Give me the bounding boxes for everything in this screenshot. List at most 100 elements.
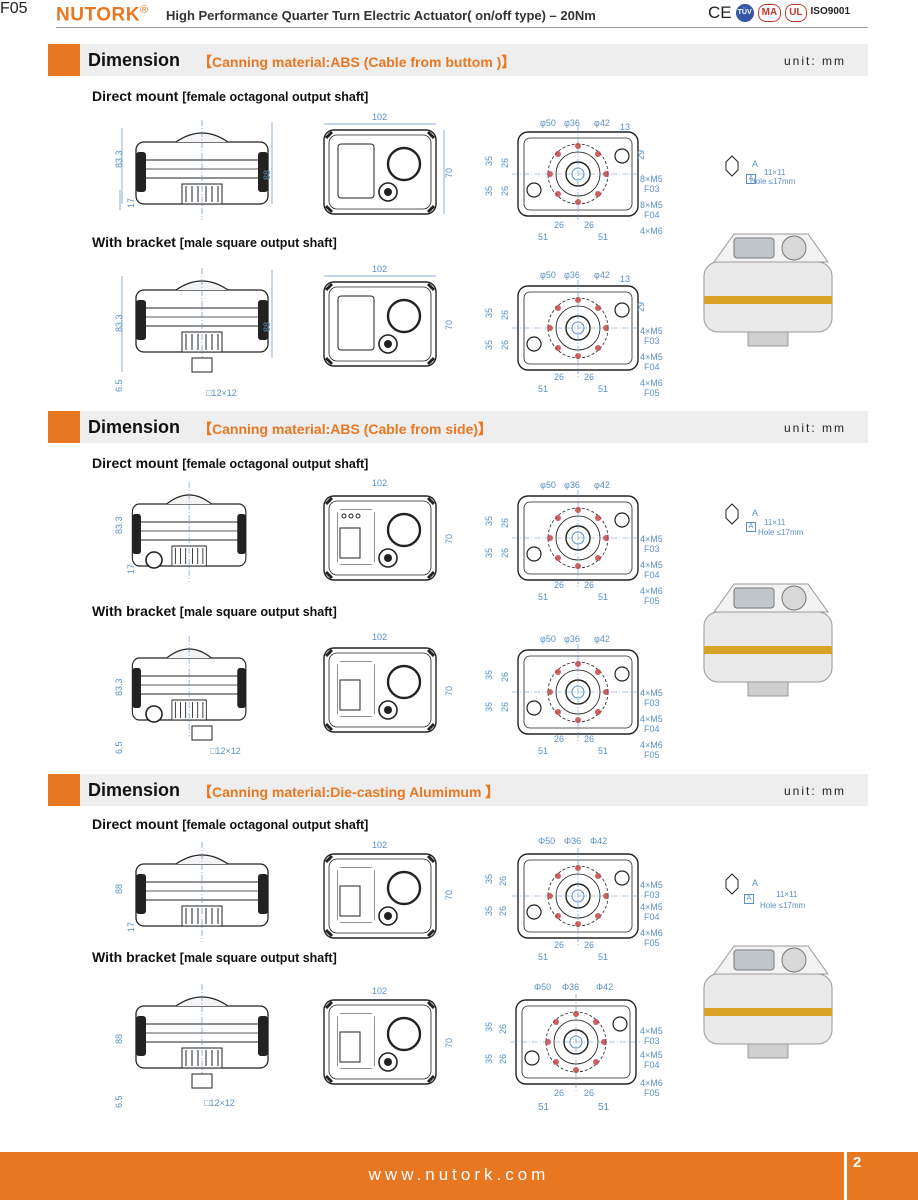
flange-4m5b: 4×M5 xyxy=(640,902,663,912)
brand-logo: NUTORK® xyxy=(56,4,149,26)
row-header-with-bracket: With bracket [male square output shaft] xyxy=(92,603,337,619)
row-header-direct-mount: Direct mount [female octagonal output sh… xyxy=(92,455,369,471)
dim-26d: 26 xyxy=(584,1088,594,1098)
dim-51a: 51 xyxy=(538,384,548,394)
dim-square: □12×12 xyxy=(204,1098,235,1108)
flange-f04: F04 xyxy=(644,724,660,734)
row-header-direct-mount: Direct mount [female octagonal output sh… xyxy=(92,816,369,832)
dim-Phi36: Φ36 xyxy=(564,836,581,846)
dim-102: 102 xyxy=(372,986,387,996)
dim-88: 88 xyxy=(262,322,272,332)
dim-13: 13 xyxy=(620,274,630,284)
flange-f03: F03 xyxy=(644,890,660,900)
dim-102: 102 xyxy=(372,840,387,850)
flange-f03: F03 xyxy=(644,184,660,194)
dim-51a: 51 xyxy=(538,952,548,962)
product-photo-abs-bottom xyxy=(703,233,833,347)
dim-35a: 35 xyxy=(484,874,494,884)
flange-f03: F03 xyxy=(644,544,660,554)
dim-51a: 51 xyxy=(538,746,548,756)
dim-51a: 51 xyxy=(538,1102,550,1113)
dim-26a: 26 xyxy=(500,310,510,320)
dim-phi36: φ36 xyxy=(564,634,580,644)
dim-26d: 26 xyxy=(584,220,594,230)
unit-label: unit: mm xyxy=(783,784,846,798)
dim-phi42: φ42 xyxy=(594,118,610,128)
page-number-box: 2 xyxy=(844,1152,918,1200)
dim-70: 70 xyxy=(444,890,454,900)
section-subtitle: 【Canning material:ABS (Cable from buttom… xyxy=(198,54,516,70)
flange-4m5b: 4×M5 xyxy=(640,714,663,724)
dim-35b: 35 xyxy=(484,906,494,916)
flange-f04: F04 xyxy=(644,1060,660,1070)
dim-70: 70 xyxy=(444,686,454,696)
dim-51a: 51 xyxy=(538,592,548,602)
dim-26b: 26 xyxy=(500,702,510,712)
dim-26d: 26 xyxy=(584,580,594,590)
section-marker xyxy=(48,774,80,806)
flange-f05: F05 xyxy=(644,750,660,760)
dim-102: 102 xyxy=(372,632,387,642)
unit-label: unit: mm xyxy=(783,421,846,435)
dimension-drawing-abs-side-bracket: 83.3 6.5 □12×12 102 70 φ50 φ36 φ42 35 26… xyxy=(114,632,663,760)
dim-26c: 26 xyxy=(554,940,564,950)
flange-4m5: 4×M5 xyxy=(640,534,663,544)
flange-f05: F05 xyxy=(644,938,660,948)
document-title: High Performance Quarter Turn Electric A… xyxy=(166,8,596,23)
flange-4m6: 4×M6 xyxy=(640,740,663,750)
dim-88: 88 xyxy=(114,884,124,894)
dim-51b: 51 xyxy=(598,384,608,394)
product-photo-aluminum xyxy=(703,945,833,1059)
dim-51b: 51 xyxy=(598,592,608,602)
dim-phi36: φ36 xyxy=(564,270,580,280)
section-title: Dimension xyxy=(88,780,181,800)
dim-51b: 51 xyxy=(598,952,608,962)
dim-83-3: 83.3 xyxy=(114,314,124,332)
dim-35b: 35 xyxy=(484,702,494,712)
dim-51b: 51 xyxy=(598,1102,610,1113)
flange-4m5b: 4×M5 xyxy=(640,560,663,570)
flange-f05: F05 xyxy=(644,1088,660,1098)
section-header-abs-bottom: Dimension 【Canning material:ABS (Cable f… xyxy=(48,44,868,76)
dim-17: 17 xyxy=(126,564,136,574)
section-marker xyxy=(48,44,80,76)
dim-26b: 26 xyxy=(500,340,510,350)
dim-6-5: 6.5 xyxy=(114,1095,124,1108)
flange-4m6: 4×M6 xyxy=(640,378,663,388)
shaft-a: A xyxy=(752,878,758,888)
shaft-spec-note: 11×11 Hole ≤17mm A xyxy=(708,150,818,190)
dim-26a: 26 xyxy=(500,672,510,682)
row-header-direct-mount: Direct mount [female octagonal output sh… xyxy=(92,88,369,104)
dim-26a: 26 xyxy=(498,1024,508,1034)
dim-17: 17 xyxy=(126,922,136,932)
dim-26a: 26 xyxy=(500,158,510,168)
page-footer: www.nutork.com 2 xyxy=(0,1152,918,1200)
product-photo-abs-side xyxy=(703,583,833,697)
dim-26c: 26 xyxy=(554,580,564,590)
dim-square: □12×12 xyxy=(206,388,237,398)
footer-url[interactable]: www.nutork.com xyxy=(368,1165,550,1184)
iso-mark-icon: ISO9001 xyxy=(810,6,851,17)
dim-35b: 35 xyxy=(484,548,494,558)
page-number: 2 xyxy=(853,1154,862,1171)
flange-4m5: 4×M5 xyxy=(640,326,663,336)
dim-83-3: 83.3 xyxy=(114,150,124,168)
dim-29: 29 xyxy=(636,302,646,312)
shaft-a: A xyxy=(752,159,758,169)
dimension-drawing-aluminum-bracket: 88 6.5 □12×12 102 70 Φ50 Φ36 Φ42 35 26 3… xyxy=(114,982,663,1113)
flange-4m6: 4×M6 xyxy=(640,226,663,236)
dim-26d: 26 xyxy=(584,372,594,382)
dim-Phi42: Φ42 xyxy=(590,836,607,846)
cma-mark-icon: MA xyxy=(757,4,782,22)
flange-4m6: 4×M6 xyxy=(640,1078,663,1088)
page-header: NUTORK® High Performance Quarter Turn El… xyxy=(0,0,918,30)
dim-26a: 26 xyxy=(498,876,508,886)
shaft-spec-note: 11×11 Hole ≤17mm A xyxy=(708,512,818,552)
row-header-with-bracket: With bracket [male square output shaft] xyxy=(92,234,337,250)
dim-26b: 26 xyxy=(500,548,510,558)
dimension-drawing-abs-side-direct: 83.3 17 102 70 φ50 φ36 φ42 35 26 35 26 4… xyxy=(114,478,758,606)
dim-35a: 35 xyxy=(484,156,494,166)
dim-35a: 35 xyxy=(484,670,494,680)
dim-51b: 51 xyxy=(598,232,608,242)
section-subtitle: 【Canning material:Die-casting Alumimum 】 xyxy=(198,784,500,800)
